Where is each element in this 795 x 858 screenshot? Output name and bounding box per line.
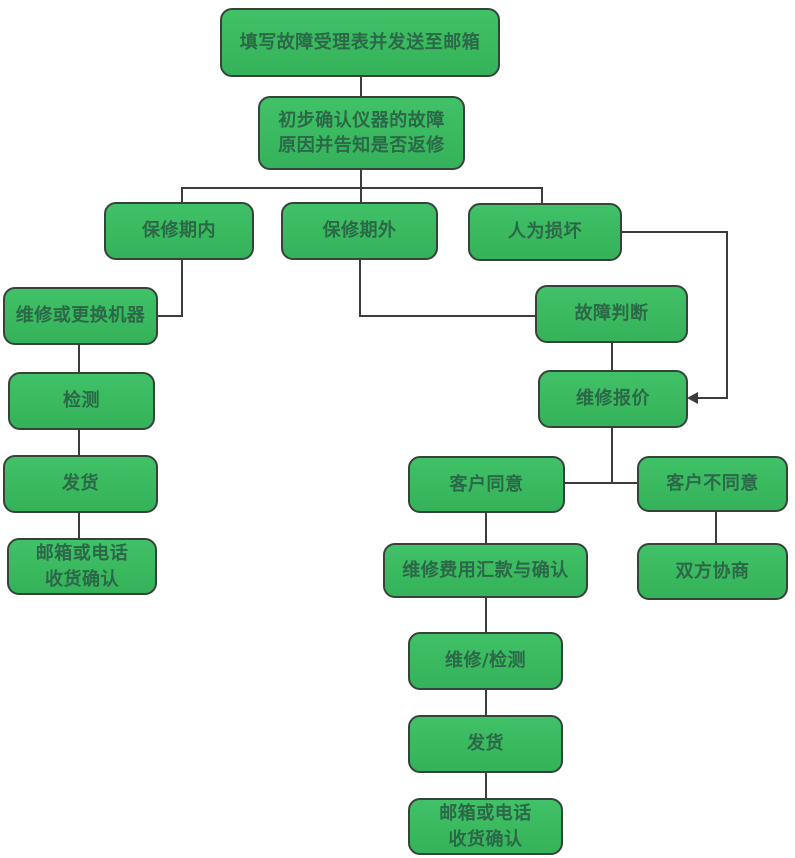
flow-node-fee-remittance: 维修费用汇款与确认 [383, 543, 588, 598]
edge-agree-to-remittance [485, 513, 487, 544]
flow-node-in-warranty: 保修期内 [104, 202, 254, 260]
flow-node-customer-agree: 客户同意 [408, 456, 565, 513]
flow-node-test-left: 检测 [8, 372, 155, 430]
edge-into-quote-horizontal [697, 397, 728, 399]
edge-branch-distribution [181, 187, 543, 189]
edge-agree-disagree-junction [565, 482, 637, 484]
edge-test-to-ship [78, 430, 80, 456]
edge-into-repair-or-replace [158, 315, 183, 317]
edge-manmade-right [622, 231, 728, 233]
edge-inwarranty-down [181, 260, 183, 317]
edge-branch-to-manmade [541, 187, 543, 204]
edge-branch-to-inwarranty [181, 187, 183, 203]
edge-ship-to-receipt-mid [485, 773, 487, 799]
flow-node-fill-form: 填写故障受理表并发送至邮箱 [220, 8, 500, 77]
edge-confirm-to-outwarranty [360, 170, 362, 203]
flow-node-repair-quote: 维修报价 [538, 370, 688, 428]
flow-node-ship-left: 发货 [3, 455, 158, 513]
edge-repairtest-to-ship [485, 690, 487, 716]
edge-judgement-to-quote [611, 343, 613, 371]
arrowhead-into-quote [687, 392, 698, 404]
flow-node-repair-test: 维修/检测 [408, 632, 563, 690]
flow-node-fault-judgement: 故障判断 [535, 285, 688, 343]
flow-node-receipt-mid: 邮箱或电话 收货确认 [408, 798, 563, 855]
edge-repair-to-test [78, 345, 80, 373]
edge-quote-down [611, 428, 613, 484]
flow-node-negotiation: 双方协商 [637, 543, 788, 600]
flow-node-confirm-cause: 初步确认仪器的故障 原因并告知是否返修 [258, 96, 465, 170]
edge-fillform-to-confirm [360, 76, 362, 97]
edge-disagree-to-negotiation [715, 512, 717, 544]
edge-outwarranty-down [359, 260, 361, 317]
flow-node-ship-mid: 发货 [408, 715, 563, 773]
flow-node-receipt-left: 邮箱或电话 收货确认 [7, 538, 157, 595]
flow-node-customer-disagree: 客户不同意 [637, 456, 788, 512]
flow-node-repair-or-replace: 维修或更换机器 [3, 287, 158, 345]
edge-into-fault-judgement [359, 315, 535, 317]
flow-node-out-warranty: 保修期外 [281, 202, 438, 260]
edge-ship-to-receipt [78, 513, 80, 539]
flow-node-man-made-damage: 人为损坏 [468, 203, 622, 261]
edge-remittance-to-repairtest [485, 598, 487, 633]
edge-manmade-down-right [726, 231, 728, 399]
